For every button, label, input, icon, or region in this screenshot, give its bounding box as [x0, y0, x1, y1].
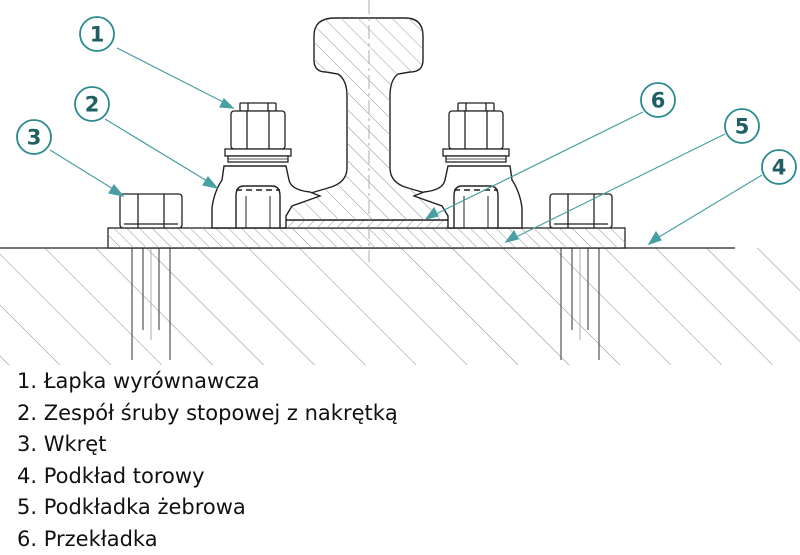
parts-legend: 1. Łapka wyrównawcza 2. Zespół śruby sto… — [17, 366, 398, 555]
callout-2: 1 — [80, 17, 114, 51]
callout-number: 3 — [27, 126, 42, 150]
bolt-nut-assembly-left — [225, 103, 291, 162]
bolt-nut-assembly-right — [443, 103, 509, 162]
legend-item: 1. Łapka wyrównawcza — [17, 366, 398, 398]
callout-number: 2 — [85, 93, 100, 117]
legend-item: 5. Podkładka żebrowa — [17, 492, 398, 524]
legend-item: 6. Przekładka — [17, 524, 398, 555]
rail-pad — [283, 220, 453, 228]
callout-4: 4 — [762, 150, 796, 184]
callout-number: 5 — [735, 115, 750, 139]
callout-3: 3 — [17, 120, 51, 154]
callout-number: 1 — [90, 23, 105, 47]
rail-fastening-diagram: 1 2 3 6 5 4 — [0, 0, 800, 365]
legend-item: 4. Podkład torowy — [17, 461, 398, 493]
screw-head-right — [550, 194, 612, 228]
sleeper — [0, 248, 800, 365]
legend-item: 2. Zespół śruby stopowej z nakrętką — [17, 398, 398, 430]
legend-item: 3. Wkręt — [17, 429, 398, 461]
screw-head-left — [120, 194, 182, 228]
ribbed-base-plate — [108, 228, 625, 248]
callout-number: 6 — [651, 89, 666, 113]
callout-6: 6 — [641, 83, 675, 117]
callout-5: 5 — [725, 109, 759, 143]
callout-1: 2 — [75, 87, 109, 121]
callout-number: 4 — [772, 156, 787, 180]
